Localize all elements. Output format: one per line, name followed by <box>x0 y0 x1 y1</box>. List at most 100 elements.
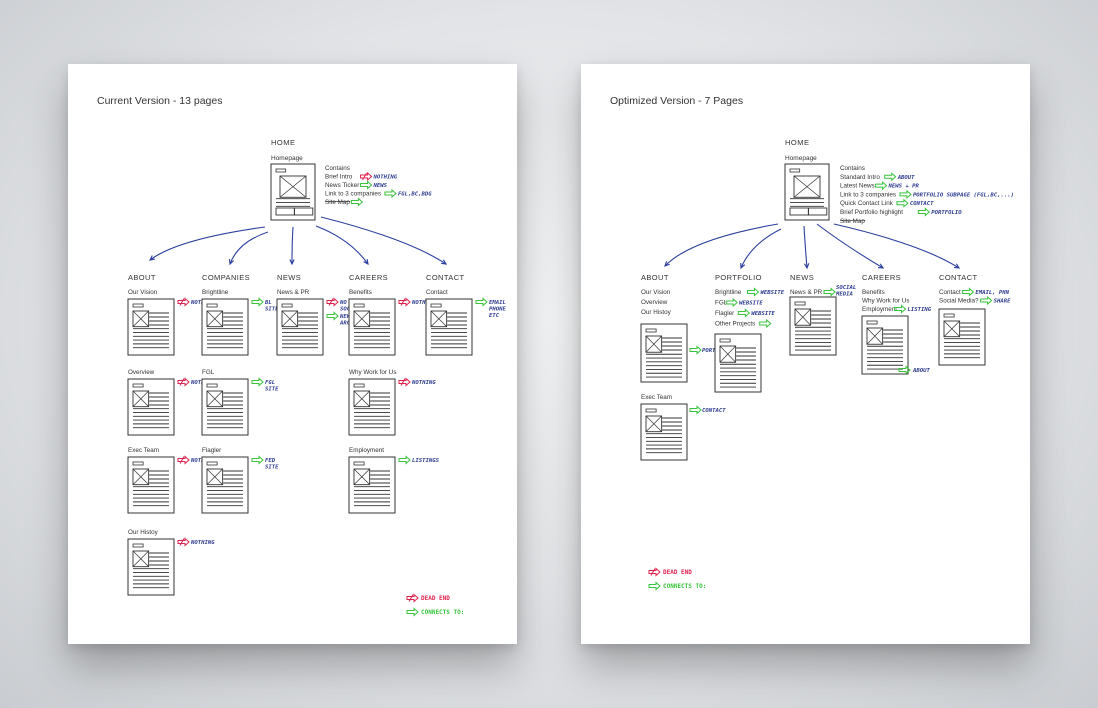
arrow-stroke <box>961 287 975 297</box>
arrow-stroke <box>475 297 488 307</box>
arrow-stroke <box>899 189 912 200</box>
connects-to-arrow-icon <box>251 455 264 465</box>
section-heading-about: ABOUT <box>128 273 156 282</box>
page-wireframe-contact <box>425 298 473 356</box>
dead-end-arrow-icon <box>177 537 190 547</box>
section-heading-news: NEWS <box>790 273 814 282</box>
image-placeholder-icon <box>866 327 884 345</box>
arrow-stroke <box>177 537 190 547</box>
arrowhead-icon <box>803 263 810 270</box>
home-contains-note: NOTHING <box>373 175 398 181</box>
arrow-stroke <box>179 378 185 386</box>
arrowhead-icon <box>148 255 156 261</box>
page-header-bar <box>206 303 218 308</box>
about-subitem: Our Vision <box>641 289 671 296</box>
homepage-caption: Homepage <box>271 155 303 162</box>
home-contains-note: ABOUT <box>897 175 915 181</box>
connects-to-arrow-icon <box>326 311 339 321</box>
portfolio-subitem: FGL <box>715 300 728 307</box>
arrow-stroke <box>398 377 411 387</box>
arrowhead-icon <box>228 258 234 266</box>
page-header-bar <box>353 461 365 466</box>
arrow-stroke <box>251 455 264 465</box>
page-header-bar <box>430 303 442 308</box>
home-contains-item: Standard Intro <box>840 174 880 181</box>
connects-to-arrow-icon <box>747 287 760 297</box>
page-frame <box>789 296 837 356</box>
arrow-stroke <box>689 345 702 355</box>
home-contains-note: FGL,BC,BDG <box>398 192 432 198</box>
connects-to-arrow-icon <box>398 455 411 465</box>
dead-end-arrow-icon <box>326 297 339 307</box>
feature-box <box>293 207 314 216</box>
page-caption: News & PR <box>790 289 823 296</box>
arrowhead-icon <box>289 259 295 266</box>
careers-subitem: Employment <box>862 306 897 313</box>
connects-to-legend-icon <box>406 607 419 617</box>
connects-to-arrow-icon <box>360 180 373 190</box>
careers-subitem: Why Work for Us <box>862 298 909 305</box>
home-contains-item: Contains <box>325 165 350 172</box>
arrow-stroke <box>823 287 836 297</box>
arrow-stroke <box>251 297 264 307</box>
dead-end-arrow-icon <box>177 377 190 387</box>
connects-to-arrow-icon <box>725 297 738 308</box>
arrow-stroke <box>177 455 190 465</box>
page-header-bar <box>719 338 731 343</box>
connects-to-arrow-icon <box>823 287 836 297</box>
page-frame <box>784 163 830 221</box>
page-header-bar <box>789 168 801 173</box>
image-cross <box>719 345 736 363</box>
homepage-wireframe <box>270 163 316 221</box>
image-cross <box>132 390 149 407</box>
arrow-stroke <box>689 405 702 415</box>
arrow-stroke <box>362 172 367 181</box>
home-contains-note: PORTFOLIO <box>931 210 962 216</box>
arrow-stroke <box>737 308 751 318</box>
page-wireframe-about <box>640 323 688 383</box>
connects-to-arrow-icon <box>899 189 912 200</box>
page-wireframe-overview <box>127 378 175 436</box>
arrowhead-icon <box>363 258 369 266</box>
section-heading-portfolio: PORTFOLIO <box>715 273 762 282</box>
arrow-stroke <box>406 607 419 617</box>
arrow-stroke <box>398 297 411 307</box>
dead-end-legend-icon <box>406 593 419 603</box>
arrow-stroke <box>896 198 909 208</box>
connects-to-legend-label: CONNECTS TO: <box>421 609 464 616</box>
page-wireframe-employment <box>348 456 396 514</box>
arrow-stroke <box>400 298 406 306</box>
page-header-bar <box>132 383 144 388</box>
image-placeholder-icon <box>206 310 224 328</box>
home-contains-item: Brief Portfolio highlight <box>840 209 903 216</box>
page-destination-note: WEBSITE <box>761 290 785 296</box>
image-placeholder-icon <box>132 310 150 328</box>
dead-end-legend-icon <box>648 567 661 577</box>
connects-to-arrow-icon <box>980 295 993 306</box>
page-destination-note: LISTINGS <box>412 458 440 464</box>
hierarchy-arrow-careers <box>315 225 369 265</box>
page-wireframe-flagler <box>201 456 249 514</box>
page-frame <box>861 315 909 375</box>
hierarchy-arrow-about <box>664 223 779 267</box>
page-frame <box>127 298 175 356</box>
page-caption: Employment <box>349 447 384 454</box>
arrow-stroke <box>398 455 411 465</box>
hierarchy-arrow-careers <box>816 223 884 269</box>
image-cross <box>206 390 223 407</box>
connects-to-arrow-icon <box>894 304 907 314</box>
arrow-stroke <box>360 171 373 182</box>
arrow-stroke <box>251 377 264 387</box>
homepage-wireframe <box>784 163 830 221</box>
page-wireframe-exec-team <box>127 456 175 514</box>
home-contains-item: Latest News <box>840 183 875 190</box>
arrow-stroke <box>980 295 993 306</box>
page-caption: Overview <box>128 369 155 376</box>
image-placeholder-icon <box>132 390 150 408</box>
page-header-bar <box>275 168 287 173</box>
connects-to-arrow-icon <box>759 318 772 329</box>
hierarchy-arrow-contact <box>833 223 960 269</box>
feature-box <box>807 207 828 216</box>
home-contains-item: Brief Intro <box>325 174 353 181</box>
arrowhead-icon <box>953 263 961 269</box>
